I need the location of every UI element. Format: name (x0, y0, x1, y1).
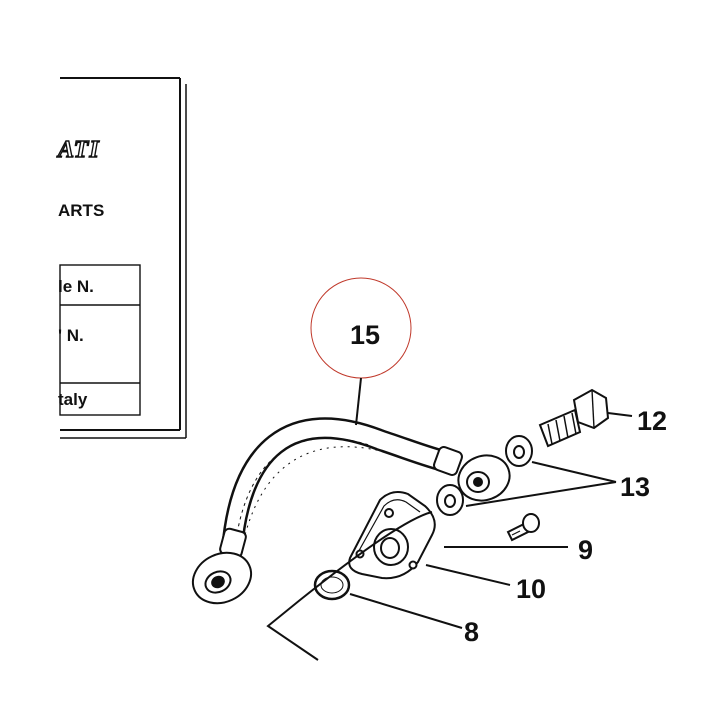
small-screw (506, 513, 540, 542)
logo-fragment: ATI (56, 137, 100, 163)
callout-13: 13 (620, 472, 650, 502)
leader-lines (266, 377, 633, 661)
callout-12: 12 (637, 406, 667, 436)
callout-15: 15 (350, 320, 380, 350)
sheet-row-1: le N. (58, 277, 94, 296)
sheet-row-3: taly (58, 390, 88, 409)
banjo-bolt (538, 388, 610, 448)
title-sheet (59, 77, 187, 439)
callout-9: 9 (578, 535, 593, 565)
sheet-heading-fragment: ARTS (58, 201, 104, 220)
callout-10: 10 (516, 574, 546, 604)
callout-8: 8 (464, 617, 479, 647)
banjo-fitting-upper (457, 454, 511, 502)
sheet-row-2: ' N. (58, 326, 84, 345)
washer-upper (505, 435, 533, 467)
oil-hose (219, 417, 463, 561)
oil-flange (348, 491, 436, 580)
banjo-fitting-lower (191, 551, 253, 605)
o-ring (313, 569, 351, 601)
washer-lower (436, 484, 464, 516)
